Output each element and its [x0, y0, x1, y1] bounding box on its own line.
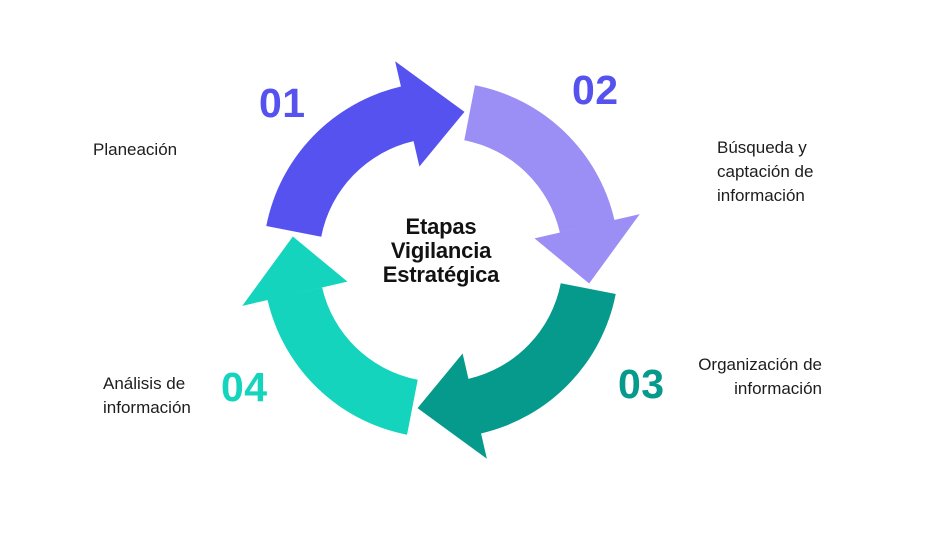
- stage-number-01: 01: [259, 80, 306, 126]
- stage-label-analisis: Análisis de información: [103, 372, 191, 420]
- stage-label-line: Búsqueda y: [717, 138, 807, 157]
- stage-label-line: información: [734, 379, 822, 398]
- arrow-stage-02: [464, 85, 640, 284]
- stage-number-04: 04: [221, 364, 268, 410]
- stage-label-line: captación de: [717, 162, 814, 181]
- stage-label-organizacion: Organización de información: [672, 353, 822, 401]
- title-line-1: Etapas: [405, 214, 477, 239]
- stage-label-line: Organización de: [698, 355, 822, 374]
- stage-number-02: 02: [572, 67, 619, 113]
- diagram-title: Etapas Vigilancia Estratégica: [341, 215, 541, 287]
- stage-label-planeacion: Planeación: [93, 138, 177, 162]
- title-line-3: Estratégica: [382, 262, 500, 287]
- stage-label-busqueda: Búsqueda y captación de información: [717, 136, 813, 208]
- arrow-stage-04: [242, 236, 418, 435]
- stage-label-line: información: [103, 398, 191, 417]
- arrow-stage-01: [266, 61, 465, 237]
- stage-number-03: 03: [618, 361, 665, 407]
- stage-label-line: información: [717, 186, 805, 205]
- title-line-2: Vigilancia: [390, 238, 492, 263]
- arrow-stage-03: [417, 283, 616, 459]
- stage-label-line: Análisis de: [103, 374, 186, 393]
- stage-label-line: Planeación: [93, 140, 178, 159]
